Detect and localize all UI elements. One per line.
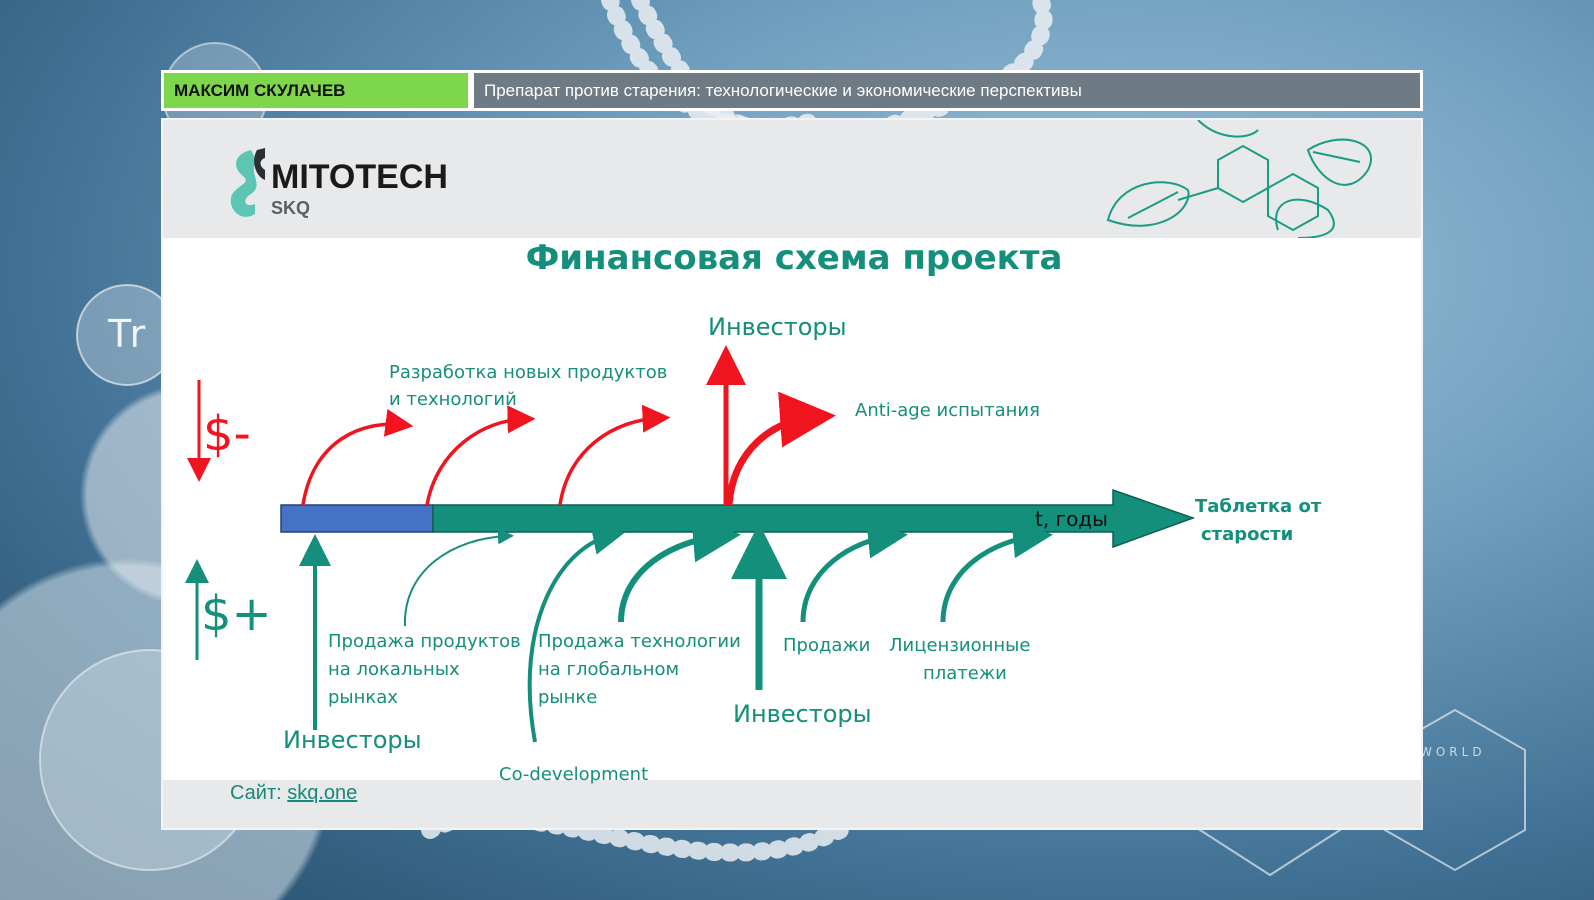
logo-wordmark: MITOTECH <box>271 158 448 196</box>
local-sales-line1: Продажа продуктов <box>328 631 521 652</box>
timeline-blue-segment <box>280 504 434 533</box>
global-sales-line3: рынке <box>538 687 597 708</box>
financial-scheme-diagram: Финансовая схема проекта $- $+ t, годы Т… <box>185 238 1322 785</box>
background-overlay-text: Tr <box>108 312 150 356</box>
licensing-line1: Лицензионные <box>889 635 1030 656</box>
local-sales-line3: рынках <box>328 687 398 708</box>
licensing-arrow <box>940 518 1053 623</box>
leaves-molecule-icon <box>1106 120 1372 238</box>
global-sales-arrow <box>618 514 741 623</box>
codev-arrow <box>527 523 625 743</box>
legend-plus-label: $+ <box>201 586 272 642</box>
footer-site: Сайт: skq.one <box>230 782 357 805</box>
expense-arrow-1 <box>301 408 414 506</box>
expense-arrow-2 <box>425 405 536 506</box>
slide-header <box>163 120 1421 238</box>
footer-site-link[interactable]: skq.one <box>287 782 358 804</box>
global-sales-line2: на глобальном <box>538 659 679 680</box>
speaker-name: МАКСИМ СКУЛАЧЕВ <box>164 73 468 108</box>
licensing-line2: платежи <box>923 663 1007 684</box>
expense-arrow-3 <box>558 404 671 506</box>
codev-label: Co-development <box>499 764 648 785</box>
dev-label-line1: Разработка новых продуктов <box>389 362 667 383</box>
background-watermark: WORLD <box>1420 745 1486 759</box>
local-sales-line2: на локальных <box>328 659 460 680</box>
slide-footer <box>163 780 1421 828</box>
endpoint-label-line2: старости <box>1201 524 1293 545</box>
investors-left-label: Инвесторы <box>283 726 422 754</box>
presentation-slide: MITOTECH SKQ Финансовая схема проекта <box>161 118 1423 830</box>
logo-subtitle: SKQ <box>271 198 311 218</box>
legend-minus-label: $- <box>203 406 251 462</box>
timeline-arrow <box>432 488 1196 549</box>
local-sales-arrow <box>403 528 514 627</box>
antiage-arrow <box>725 391 836 506</box>
sales-label: Продажи <box>783 635 870 656</box>
sales-arrow <box>800 518 908 623</box>
timeline-axis-label: t, годы <box>1035 507 1108 531</box>
top-investors-label: Инвесторы <box>708 313 847 341</box>
talk-topic: Препарат против старения: технологически… <box>474 73 1420 108</box>
antiage-label: Anti-age испытания <box>855 400 1040 421</box>
mitotech-logo-icon <box>230 148 265 217</box>
slide-title: Финансовая схема проекта <box>526 238 1063 278</box>
endpoint-label-line1: Таблетка от <box>1195 496 1322 517</box>
lower-third-bar: МАКСИМ СКУЛАЧЕВ Препарат против старения… <box>161 70 1423 111</box>
investors-mid-label: Инвесторы <box>733 700 872 728</box>
footer-site-label: Сайт: <box>230 782 282 804</box>
global-sales-line1: Продажа технологии <box>538 631 741 652</box>
dev-label-line2: и технологий <box>389 389 517 410</box>
